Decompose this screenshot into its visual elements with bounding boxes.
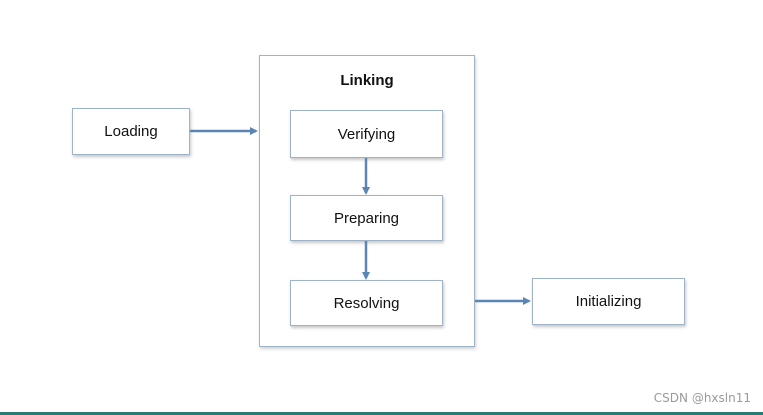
initializing-box: Initializing <box>532 278 685 325</box>
verifying-label: Verifying <box>337 125 396 143</box>
verifying-box: Verifying <box>290 110 443 158</box>
resolving-label: Resolving <box>333 294 400 312</box>
initializing-label: Initializing <box>575 293 642 310</box>
bottom-divider <box>0 412 763 415</box>
preparing-label: Preparing <box>333 209 400 227</box>
watermark-text: CSDN @hxsln11 <box>653 391 751 405</box>
linking-title: Linking <box>340 72 394 89</box>
preparing-box: Preparing <box>290 195 443 241</box>
resolving-box: Resolving <box>290 280 443 326</box>
loading-box: Loading <box>72 108 190 155</box>
loading-label: Loading <box>104 123 158 140</box>
